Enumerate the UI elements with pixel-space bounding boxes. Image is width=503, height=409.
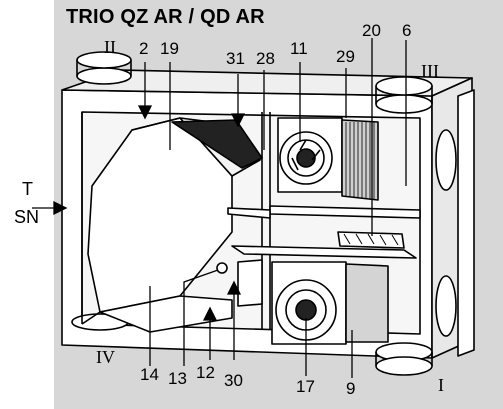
port-ii-collar	[76, 67, 132, 85]
side-label-t: T	[22, 179, 33, 199]
callout-14: 14	[140, 365, 159, 384]
callout-6: 6	[402, 21, 412, 40]
callout-2: 2	[139, 39, 149, 58]
callout-19: 19	[160, 39, 179, 58]
shelf-lower	[231, 245, 417, 259]
port-label-iii: III	[421, 61, 439, 81]
filter-9	[345, 263, 389, 343]
control-board	[337, 231, 405, 249]
port-label-i: I	[438, 375, 444, 395]
callout-30: 30	[224, 371, 243, 390]
callout-11: 11	[290, 39, 308, 58]
callout-29: 29	[336, 47, 355, 66]
callout-20: 20	[362, 21, 381, 40]
callout-28: 28	[256, 49, 275, 68]
port-label-ii: II	[104, 37, 116, 57]
port-label-iv: IV	[96, 347, 115, 367]
condensate-outlet	[216, 262, 228, 274]
bypass-damper	[237, 259, 263, 307]
callout-12: 12	[196, 363, 215, 382]
side-label-sn: SN	[14, 207, 40, 227]
callout-9: 9	[346, 379, 356, 398]
flange	[457, 89, 475, 357]
callout-31: 31	[226, 49, 245, 68]
callout-13: 13	[168, 369, 187, 388]
port-iii-collar	[375, 94, 433, 114]
callout-17: 17	[296, 377, 315, 396]
filter-29	[341, 119, 379, 201]
diagram-title: TRIO QZ AR / QD AR	[66, 6, 265, 28]
